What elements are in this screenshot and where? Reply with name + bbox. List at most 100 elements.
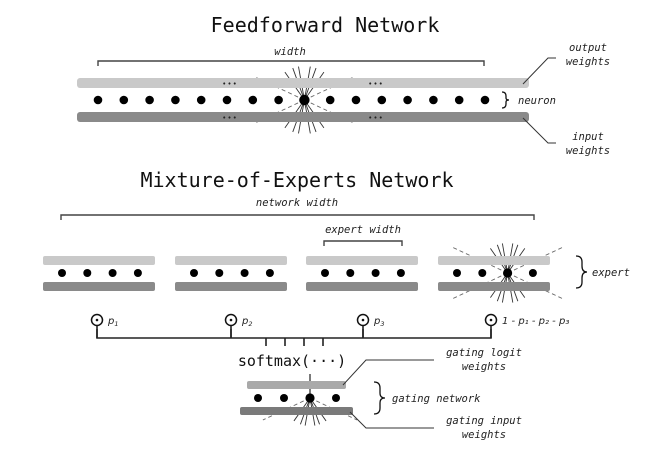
- gate-multiply-icon-dot: [95, 318, 99, 322]
- output-weights-label-line2: weights: [566, 56, 610, 68]
- input-weights-label-line1: input: [572, 131, 604, 143]
- gate-4: 1 - p₁ - p₂ - p₃: [484, 313, 569, 338]
- softmax-label: softmax(···): [238, 352, 346, 370]
- active-neuron: [299, 94, 310, 106]
- expert-neuron: [453, 269, 461, 277]
- input-weights-ellipsis-right: •••: [368, 114, 384, 122]
- expert-1: [43, 256, 155, 291]
- input-weights-label-line2: weights: [566, 145, 610, 157]
- gating-network-brace: [373, 381, 386, 415]
- gate-probability-label: p1: [107, 316, 119, 328]
- gating-input-weights-bar: [240, 407, 353, 415]
- output-weights-leader: [522, 57, 556, 85]
- output-weights-bar: [77, 78, 529, 88]
- output-weights-ellipsis-left: •••: [222, 80, 238, 88]
- gating-neuron: [280, 394, 288, 402]
- expert-output-weights-bar: [175, 256, 287, 265]
- gate-2: p2: [224, 313, 253, 338]
- gate-1: p1: [90, 313, 119, 338]
- expert-neuron: [190, 269, 198, 277]
- gate-multiply-icon: [224, 313, 238, 327]
- neuron: [454, 95, 464, 105]
- neuron: [145, 95, 154, 105]
- gate-3: p3: [356, 313, 385, 338]
- gate-multiply-icon: [356, 313, 370, 327]
- gating-input-weights-line1: gating input: [446, 415, 522, 427]
- gate-multiply-icon: [90, 313, 104, 327]
- gate-probability-label: p3: [373, 316, 385, 328]
- gate-row: p1 p2 p3 1 - p₁ - p₂ - p₃: [90, 313, 569, 338]
- neuron: [222, 95, 232, 105]
- neuron: [171, 95, 180, 105]
- feedforward-connection-dashed-ray: [253, 99, 305, 125]
- feedforward-connection-dashed-ray: [253, 75, 305, 101]
- expert-input-weights-bar: [43, 282, 155, 291]
- gating-logit-weights-line1: gating logit: [446, 347, 522, 359]
- feedforward-neurons: [93, 94, 490, 106]
- output-weights-ellipsis-right: •••: [368, 80, 384, 88]
- gating-neuron: [254, 394, 262, 402]
- gating-logit-weights-line2: weights: [462, 361, 506, 373]
- expert-3: [306, 256, 418, 291]
- neuron: [480, 95, 490, 105]
- expert-input-weights-bar: [175, 282, 287, 291]
- expert-width-label: expert width: [325, 224, 401, 236]
- network-width-label: network width: [256, 197, 338, 209]
- input-weights-ellipsis-left: •••: [222, 114, 238, 122]
- expert-neuron: [346, 269, 355, 277]
- expert-neuron: [371, 269, 380, 277]
- gating-logit-weights-bar: [247, 381, 346, 389]
- expert-neuron: [528, 269, 537, 277]
- expert-brace: [575, 255, 588, 289]
- output-weights-label-line1: output: [569, 42, 607, 54]
- neuron: [351, 95, 361, 105]
- moe-experts: [43, 243, 563, 303]
- gating-input-weights-line2: weights: [462, 429, 506, 441]
- neuron: [403, 95, 412, 105]
- width-label: width: [274, 46, 306, 58]
- moe-title: Mixture-of-Experts Network: [140, 168, 453, 192]
- expert-output-weights-bar: [43, 256, 155, 265]
- gate-multiply-icon-dot: [229, 318, 233, 322]
- expert-neuron: [321, 269, 329, 277]
- expert-neuron: [265, 269, 274, 277]
- expert-label: expert: [592, 267, 630, 279]
- gate-combine-wire: [96, 329, 492, 339]
- expert-output-weights-bar: [438, 256, 550, 265]
- expert-input-weights-bar: [306, 282, 418, 291]
- gating-connection-dashed-ray: [262, 397, 311, 421]
- gate-multiply-icon: [484, 313, 498, 327]
- gating-logit-leader: [342, 359, 434, 386]
- expert-neuron: [215, 269, 224, 277]
- feedforward-connection-dashed-ray: [304, 99, 356, 125]
- expert-2: [175, 256, 287, 291]
- expert-neuron: [478, 269, 487, 277]
- neuron: [325, 95, 335, 105]
- expert-neuron: [108, 269, 117, 277]
- feedforward-connection-dashed-ray: [304, 75, 356, 101]
- feedforward-title: Feedforward Network: [211, 13, 440, 37]
- gating-input-leader: [349, 411, 434, 429]
- expert-output-weights-bar: [306, 256, 418, 265]
- gating-connection-dashed-ray: [309, 397, 358, 421]
- active-expert-neuron: [503, 268, 513, 278]
- expert-neuron: [58, 269, 66, 277]
- expert-neuron: [83, 269, 92, 277]
- width-bracket: [97, 60, 485, 66]
- gate-multiply-icon-dot: [361, 318, 365, 322]
- expert-input-weights-bar: [438, 282, 550, 291]
- gate-probability-label: p2: [241, 316, 253, 328]
- gating-neuron: [332, 394, 340, 402]
- neuron-label: neuron: [518, 95, 556, 107]
- neuron: [196, 95, 206, 105]
- expert-neuron: [396, 269, 405, 277]
- expert-neuron: [133, 269, 142, 277]
- neuron: [429, 95, 438, 105]
- gating-neurons: [254, 393, 340, 403]
- neuron: [377, 95, 387, 105]
- softmax-outputs: [265, 338, 324, 346]
- gate-multiply-icon-dot: [489, 318, 493, 322]
- neuron-brace: [501, 91, 510, 109]
- neuron: [119, 95, 129, 105]
